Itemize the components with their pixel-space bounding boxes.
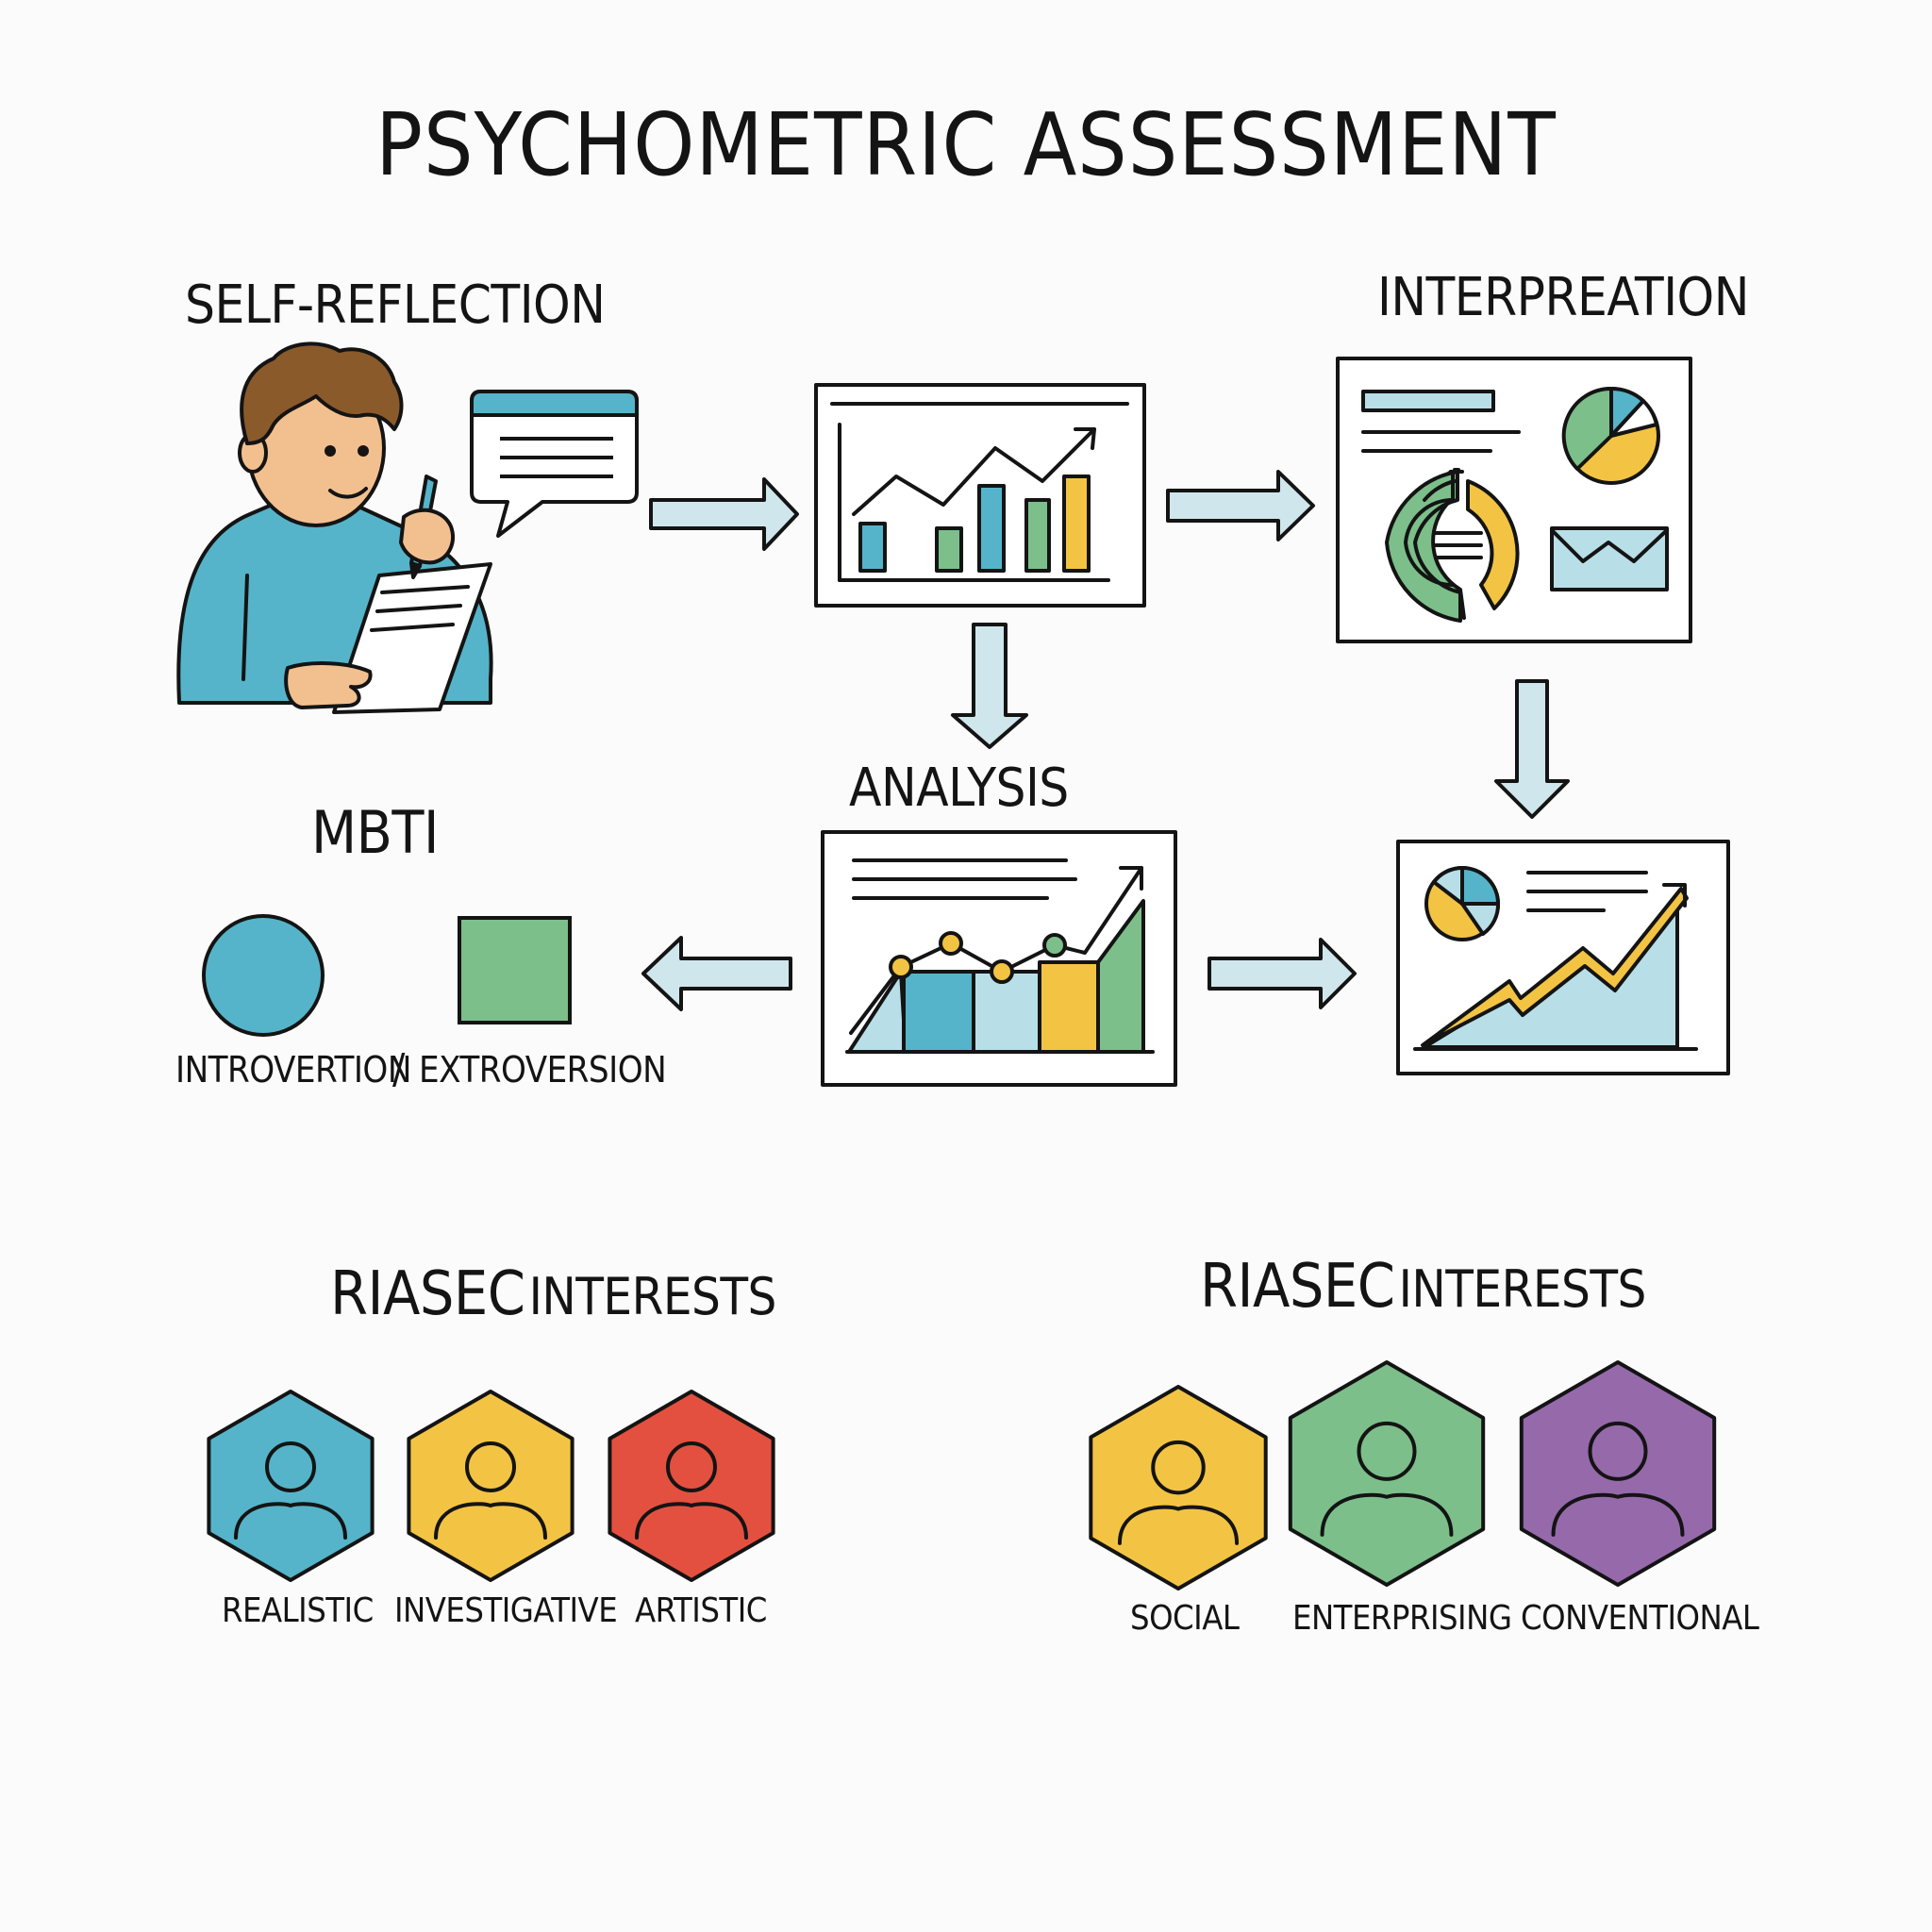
riasec-left-title-main: RIASEC bbox=[330, 1259, 525, 1329]
mbti-introversion-label: INTROVERTION bbox=[175, 1049, 411, 1091]
riasec-hexagon-social bbox=[1089, 1385, 1268, 1591]
riasec-right-title: RIASEC INTERESTS bbox=[1200, 1257, 1646, 1317]
extroversion-square-icon bbox=[458, 916, 572, 1024]
riasec-label-realistic: REALISTIC bbox=[222, 1591, 374, 1630]
arrow-right-icon bbox=[1166, 470, 1315, 541]
introversion-circle-icon bbox=[202, 914, 325, 1037]
report-dashboard-board-icon bbox=[1336, 357, 1692, 643]
arrow-left-icon bbox=[641, 936, 792, 1011]
riasec-right-hexagons bbox=[1089, 1360, 1717, 1591]
riasec-label-enterprising: ENTERPRISING bbox=[1292, 1599, 1512, 1638]
riasec-right-title-main: RIASEC bbox=[1200, 1252, 1395, 1322]
arrow-right-icon bbox=[1208, 938, 1357, 1009]
person-icon bbox=[234, 1441, 347, 1540]
bar-chart-board-icon bbox=[814, 383, 1146, 608]
riasec-left-title-rest: INTERESTS bbox=[528, 1267, 777, 1326]
mbti-separator: / bbox=[392, 1045, 405, 1093]
riasec-label-social: SOCIAL bbox=[1130, 1599, 1240, 1638]
riasec-right-title-rest: INTERESTS bbox=[1398, 1259, 1647, 1319]
riasec-hexagon-enterprising bbox=[1288, 1360, 1486, 1587]
riasec-hexagon-artistic bbox=[608, 1390, 775, 1582]
person-icon bbox=[1117, 1440, 1240, 1545]
stage-label-self-reflection: SELF-REFLECTION bbox=[185, 275, 606, 336]
person-icon bbox=[1320, 1421, 1454, 1537]
analysis-chart-board-icon bbox=[821, 830, 1177, 1087]
arrow-right-icon bbox=[649, 477, 799, 551]
riasec-label-artistic: ARTISTIC bbox=[635, 1591, 767, 1630]
riasec-label-investigative: INVESTIGATIVE bbox=[394, 1591, 618, 1630]
person-icon bbox=[635, 1441, 748, 1540]
page-title: PSYCHOMETRIC ASSESSMENT bbox=[375, 94, 1557, 195]
stage-label-analysis: ANALYSIS bbox=[849, 758, 1069, 819]
riasec-left-title: RIASEC INTERESTS bbox=[330, 1264, 776, 1324]
mbti-extroversion-label: EXTROVERSION bbox=[419, 1049, 667, 1091]
riasec-hexagon-investigative bbox=[407, 1390, 575, 1582]
arrow-down-icon bbox=[951, 623, 1028, 749]
person-icon bbox=[434, 1441, 547, 1540]
riasec-label-conventional: CONVENTIONAL bbox=[1521, 1599, 1759, 1638]
arrow-down-icon bbox=[1494, 679, 1570, 819]
riasec-left-hexagons bbox=[207, 1390, 775, 1582]
riasec-hexagon-realistic bbox=[207, 1390, 375, 1582]
stage-label-mbti: MBTI bbox=[311, 798, 439, 867]
stage-label-interpretation: INTERPREATION bbox=[1377, 267, 1749, 328]
person-writing-illustration bbox=[176, 341, 493, 714]
speech-bubble-icon bbox=[470, 390, 639, 538]
trend-report-board-icon bbox=[1396, 840, 1730, 1075]
person-icon bbox=[1551, 1421, 1685, 1537]
riasec-hexagon-conventional bbox=[1519, 1360, 1717, 1587]
